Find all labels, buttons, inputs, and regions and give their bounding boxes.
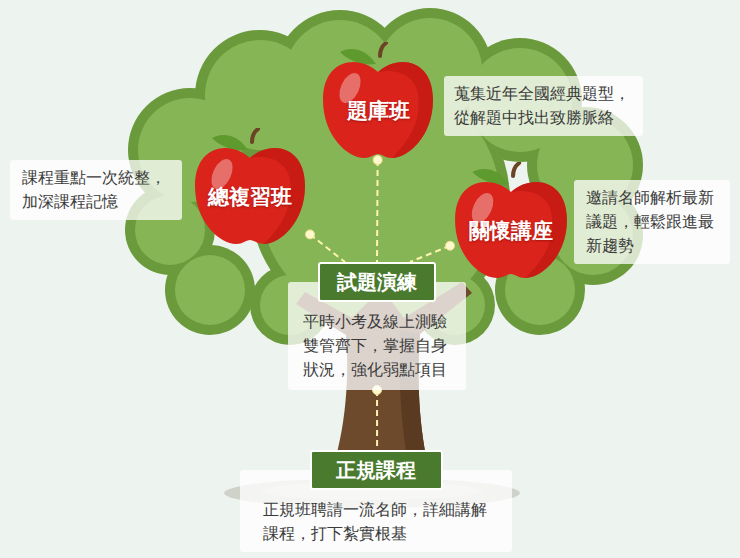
description-box: 課程重點一次統整， 加深課程記憶: [10, 160, 182, 220]
dashed-connector: [310, 234, 345, 262]
connector-dot: [306, 230, 315, 239]
dashed-connector: [410, 246, 450, 262]
connector-dot: [446, 241, 455, 250]
apple-node: 總複習班: [190, 128, 310, 246]
description-text: 蒐集近年全國經典題型， 從解題中找出致勝脈絡: [454, 82, 633, 130]
apple-label: 總複習班: [208, 183, 292, 211]
apple-body: [323, 62, 433, 158]
stage-panel: 試題演練平時小考及線上測驗 雙管齊下，掌握自身 狀況，強化弱點項目: [288, 262, 466, 390]
apple-leaf: [340, 49, 376, 65]
apple-label: 題庫班: [347, 97, 410, 125]
stage-heading: 正規課程: [310, 450, 443, 490]
apple-body: [455, 182, 567, 278]
canopy-inner: [175, 255, 245, 325]
description-box: 邀請名師解析最新 議題，輕鬆跟進最 新趨勢: [574, 180, 730, 264]
description-text: 邀請名師解析最新 議題，輕鬆跟進最 新趨勢: [586, 186, 718, 258]
apple-label: 關懷講座: [469, 217, 553, 245]
description-text: 課程重點一次統整， 加深課程記憶: [22, 166, 170, 214]
dashed-connector: [376, 160, 379, 262]
stage-description: 平時小考及線上測驗 雙管齊下，掌握自身 狀況，強化弱點項目: [288, 310, 466, 390]
stage-description: 正規班聘請一流名師，詳細講解 課程，打下紮實根基: [240, 498, 512, 552]
stage-heading: 試題演練: [318, 262, 436, 302]
stage-panel: 正規課程正規班聘請一流名師，詳細講解 課程，打下紮實根基: [240, 450, 512, 552]
apple-stem: [513, 163, 519, 176]
apple-body: [195, 148, 305, 244]
apple-stem: [380, 43, 386, 56]
apple-leaf: [472, 169, 509, 185]
apple-node: 題庫班: [318, 42, 438, 160]
description-box: 蒐集近年全國經典題型， 從解題中找出致勝脈絡: [444, 76, 643, 136]
apple-stem: [252, 129, 258, 142]
apple-node: 關懷講座: [450, 162, 572, 280]
connector-dot: [373, 156, 382, 165]
tree-canopy: [125, 8, 643, 345]
apple-leaf: [212, 135, 248, 151]
dashed-connector: [376, 390, 378, 450]
